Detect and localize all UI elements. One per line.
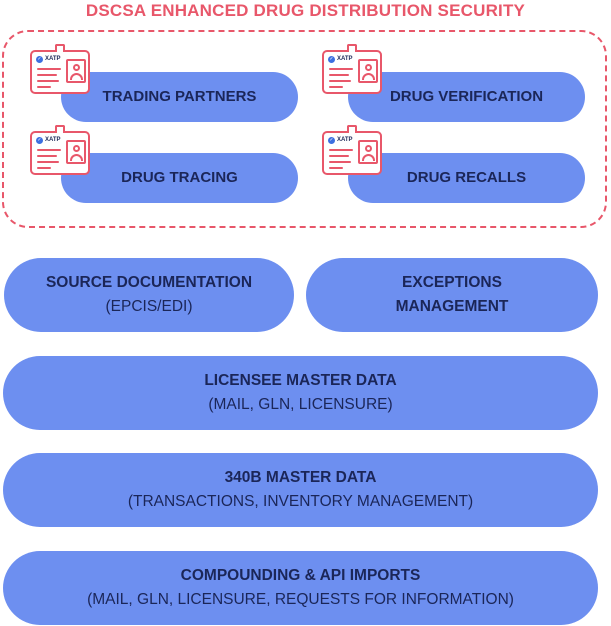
source-documentation-title: SOURCE DOCUMENTATION <box>45 274 253 291</box>
badge-logo-text: XATP <box>45 56 61 62</box>
badge-text-line <box>329 167 343 169</box>
badge-clip <box>55 125 65 133</box>
badge-text-line <box>37 68 61 70</box>
badge-logo: ✓XATP <box>328 56 353 63</box>
badge-text-line <box>37 74 57 76</box>
badge-logo-text: XATP <box>337 137 353 143</box>
security-group-frame <box>2 30 607 228</box>
badge-text-line <box>329 149 353 151</box>
badge-portrait <box>66 59 86 83</box>
badge-text-line <box>329 161 351 163</box>
badge-text-line <box>37 155 57 157</box>
badge-text-line <box>37 86 51 88</box>
id-card-icon: ✓XATP <box>30 125 90 175</box>
badge-text-line <box>329 155 349 157</box>
badge-text-line <box>37 167 51 169</box>
exceptions-management-line2: MANAGEMENT <box>395 298 509 315</box>
badge-logo: ✓XATP <box>36 56 61 63</box>
check-icon: ✓ <box>328 137 335 144</box>
portrait-head <box>73 64 80 71</box>
source-documentation-subtitle: (EPCIS/EDI) <box>105 298 193 315</box>
drug-tracing-label: DRUG TRACING <box>121 169 238 186</box>
drug-recalls-label: DRUG RECALLS <box>406 169 527 186</box>
trading-partners-pill: TRADING PARTNERS <box>61 72 298 122</box>
master-data-340b-block: 340B MASTER DATA (TRANSACTIONS, INVENTOR… <box>3 453 598 527</box>
check-icon: ✓ <box>36 56 43 63</box>
check-icon: ✓ <box>328 56 335 63</box>
portrait-body <box>362 73 375 80</box>
compounding-api-imports-title: COMPOUNDING & API IMPORTS <box>180 567 421 584</box>
drug-recalls-pill: DRUG RECALLS <box>348 153 585 203</box>
badge-portrait <box>358 59 378 83</box>
licensee-master-data-block: LICENSEE MASTER DATA (MAIL, GLN, LICENSU… <box>3 356 598 430</box>
check-icon: ✓ <box>36 137 43 144</box>
badge-portrait <box>358 140 378 164</box>
badge-logo: ✓XATP <box>36 137 61 144</box>
badge-text-line <box>329 86 343 88</box>
badge-logo-text: XATP <box>45 137 61 143</box>
master-data-340b-subtitle: (TRANSACTIONS, INVENTORY MANAGEMENT) <box>127 493 474 510</box>
drug-tracing-pill: DRUG TRACING <box>61 153 298 203</box>
licensee-master-data-title: LICENSEE MASTER DATA <box>204 372 397 389</box>
id-card-icon: ✓XATP <box>322 44 382 94</box>
drug-verification-label: DRUG VERIFICATION <box>389 88 544 105</box>
badge-clip <box>347 44 357 52</box>
badge-logo: ✓XATP <box>328 137 353 144</box>
master-data-340b-title: 340B MASTER DATA <box>224 469 377 486</box>
badge-text-line <box>37 80 59 82</box>
trading-partners-label: TRADING PARTNERS <box>102 88 257 105</box>
badge-text-line <box>329 74 349 76</box>
drug-verification-pill: DRUG VERIFICATION <box>348 72 585 122</box>
badge-portrait <box>66 140 86 164</box>
portrait-head <box>365 64 372 71</box>
portrait-head <box>73 145 80 152</box>
licensee-master-data-subtitle: (MAIL, GLN, LICENSURE) <box>208 396 393 413</box>
compounding-api-imports-block: COMPOUNDING & API IMPORTS (MAIL, GLN, LI… <box>3 551 598 625</box>
badge-text-line <box>329 80 351 82</box>
badge-text-line <box>37 161 59 163</box>
id-card-icon: ✓XATP <box>30 44 90 94</box>
badge-text-line <box>329 68 353 70</box>
badge-clip <box>347 125 357 133</box>
compounding-api-imports-subtitle: (MAIL, GLN, LICENSURE, REQUESTS FOR INFO… <box>87 591 514 608</box>
portrait-body <box>70 154 83 161</box>
portrait-head <box>365 145 372 152</box>
source-documentation-block: SOURCE DOCUMENTATION (EPCIS/EDI) <box>4 258 294 332</box>
diagram-title: DSCSA ENHANCED DRUG DISTRIBUTION SECURIT… <box>85 1 526 20</box>
exceptions-management-line1: EXCEPTIONS <box>402 274 502 291</box>
portrait-body <box>70 73 83 80</box>
portrait-body <box>362 154 375 161</box>
exceptions-management-block: EXCEPTIONS MANAGEMENT <box>306 258 598 332</box>
id-card-icon: ✓XATP <box>322 125 382 175</box>
badge-text-line <box>37 149 61 151</box>
badge-clip <box>55 44 65 52</box>
badge-logo-text: XATP <box>337 56 353 62</box>
